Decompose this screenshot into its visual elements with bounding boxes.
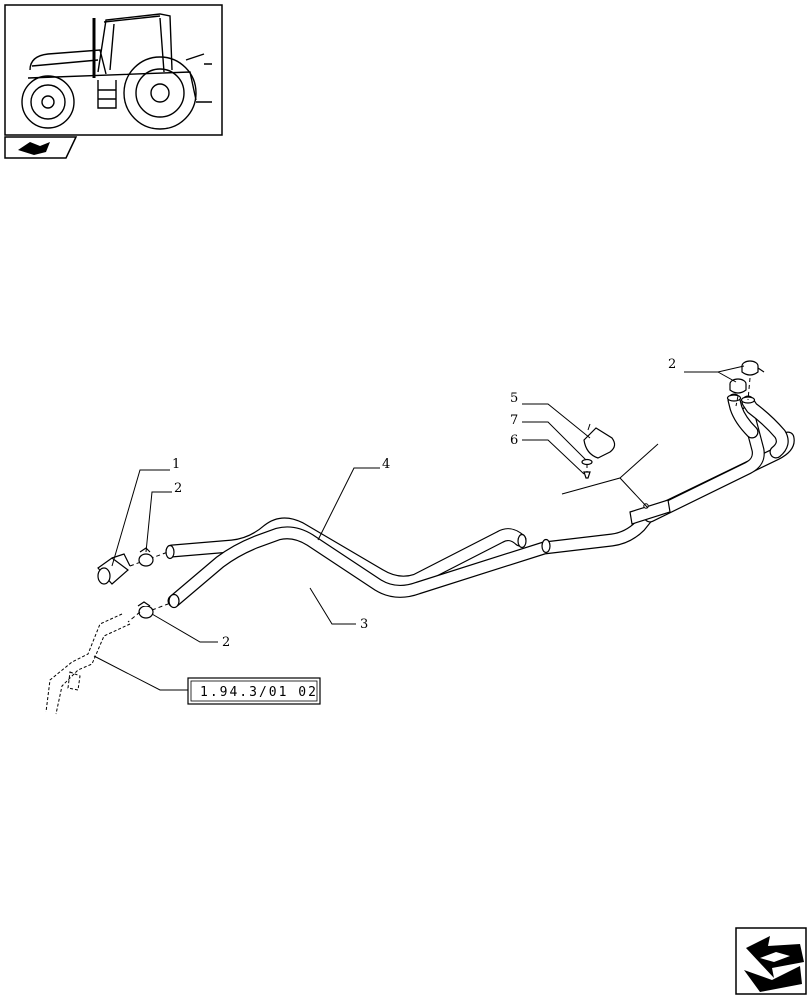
alignment-line-3 bbox=[127, 611, 141, 623]
hose-continuation-dashed bbox=[45, 613, 131, 715]
retaining-strap-part-5[interactable] bbox=[583, 423, 616, 459]
section-badge-icon bbox=[18, 142, 50, 155]
callout-part-6: 6 bbox=[510, 433, 518, 448]
callout-part-2-upper-left: 2 bbox=[174, 481, 182, 496]
alignment-line-4 bbox=[735, 395, 739, 407]
alignment-line-2 bbox=[151, 603, 169, 611]
next-page-button[interactable] bbox=[735, 927, 807, 995]
screw-part-6[interactable] bbox=[583, 471, 591, 479]
callout-part-3: 3 bbox=[360, 617, 368, 632]
next-page-arrow-icon bbox=[744, 936, 804, 992]
alignment-line-5 bbox=[747, 377, 751, 401]
callout-part-4: 4 bbox=[382, 457, 390, 472]
reference-label: 1.94.3/01 02 bbox=[200, 685, 318, 700]
callout-part-1: 1 bbox=[172, 457, 180, 472]
connector-part-1[interactable] bbox=[97, 553, 131, 585]
callout-part-2-top-right: 2 bbox=[668, 357, 676, 372]
section-badge[interactable] bbox=[4, 136, 78, 159]
hose-part-3[interactable] bbox=[167, 393, 795, 609]
hose-clamp-left-upper[interactable] bbox=[138, 547, 154, 567]
tractor-icon bbox=[21, 13, 212, 130]
leader-lines bbox=[93, 365, 745, 691]
callout-part-2-lower-left: 2 bbox=[222, 635, 230, 650]
reference-link[interactable]: 1.94.3/01 02 bbox=[187, 677, 321, 705]
hose-clamp-right-lower[interactable] bbox=[729, 378, 747, 394]
callout-part-5: 5 bbox=[510, 391, 518, 406]
washer-part-7[interactable] bbox=[581, 458, 593, 466]
hose-clamp-right-upper[interactable] bbox=[741, 360, 765, 376]
tractor-thumbnail[interactable] bbox=[4, 4, 223, 136]
callout-part-7: 7 bbox=[510, 413, 518, 428]
hose-clamp-left-lower[interactable] bbox=[137, 601, 154, 619]
